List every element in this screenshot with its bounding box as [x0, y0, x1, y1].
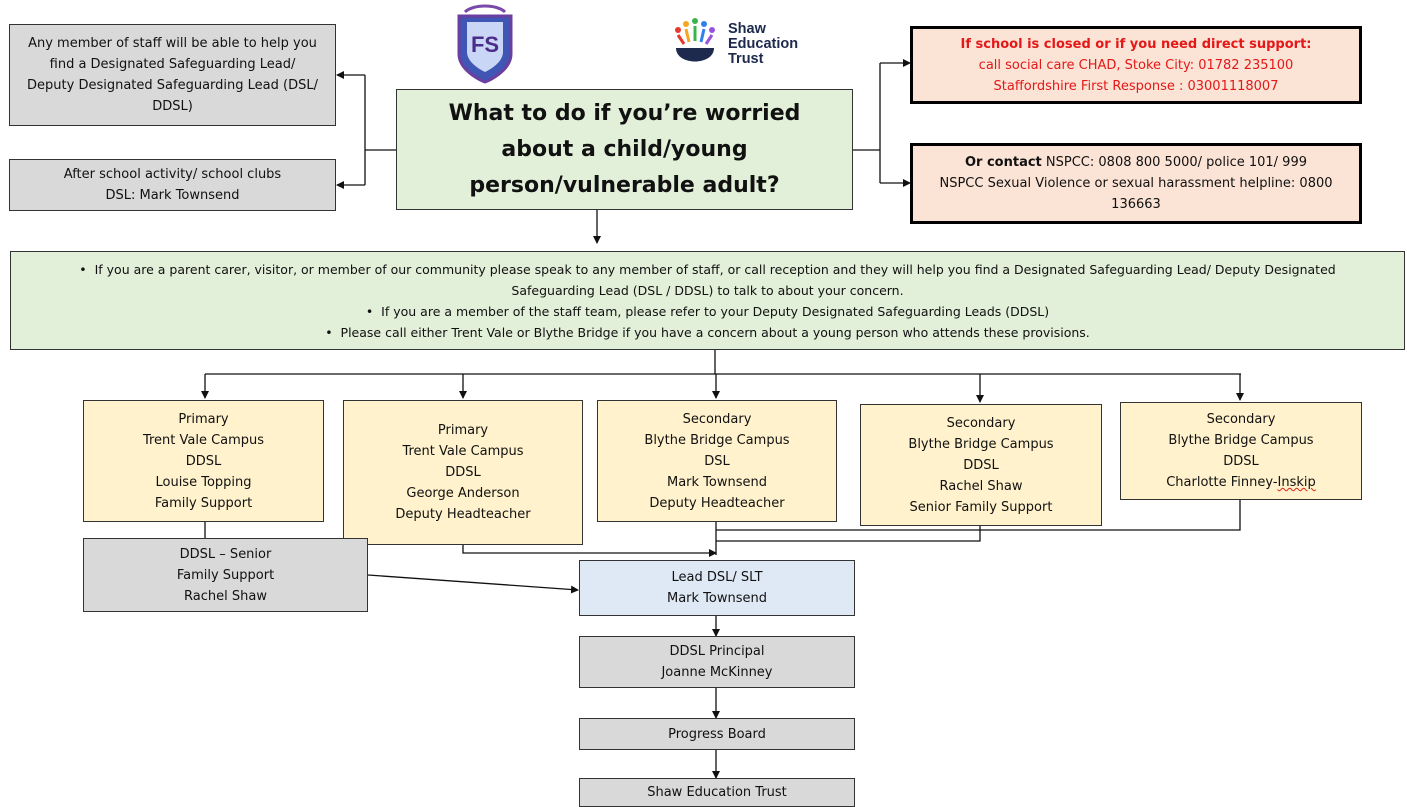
trust-logo: Shaw Education Trust: [668, 18, 828, 74]
campus-phase: Secondary: [946, 415, 1016, 431]
campus-phase: Secondary: [1206, 412, 1276, 427]
shaw-trust-box: Shaw Education Trust: [579, 778, 855, 807]
campus-name: Blythe Bridge Campus: [1168, 433, 1314, 448]
campus-role: DDSL: [185, 453, 222, 469]
campus-phase: Primary: [437, 423, 489, 438]
campus-box-2: Primary Trent Vale Campus DDSL George An…: [343, 400, 583, 545]
campus-phase: Primary: [178, 411, 229, 427]
school-crest-icon: [457, 4, 513, 84]
info-bullet-3: • Please call either Trent Vale or Blyth…: [325, 324, 1090, 340]
info-bullet-2: • If you are a member of the staff team,…: [365, 303, 1050, 319]
campus-role: DDSL: [445, 465, 481, 480]
campus-box-5: Secondary Blythe Bridge Campus DDSL Char…: [1120, 402, 1362, 500]
campus-name: Trent Vale Campus: [402, 444, 524, 459]
contact-box: Or contact NSPCC: 0808 800 5000/ police …: [910, 143, 1362, 224]
helpline-line: NSPCC Sexual Violence or sexual harassme…: [939, 176, 1333, 212]
principal-person: Joanne McKinney: [661, 665, 773, 680]
trust-logo-line3: Trust: [728, 51, 764, 67]
campus-name: Trent Vale Campus: [142, 432, 265, 448]
after-school-dsl: DSL: Mark Townsend: [105, 188, 240, 203]
school-logo-letters: FS: [470, 32, 500, 57]
campus-name: Blythe Bridge Campus: [644, 432, 790, 448]
school-closed-box: If school is closed or if you need direc…: [910, 26, 1362, 104]
campus-box-4: Secondary Blythe Bridge Campus DDSL Rach…: [860, 404, 1102, 526]
first-response-line: Staffordshire First Response : 030011180…: [993, 78, 1279, 94]
nspcc-police-numbers: NSPCC: 0808 800 5000/ police 101/ 999: [1041, 155, 1307, 170]
shaw-trust-label: Shaw Education Trust: [647, 785, 787, 800]
campus-box-1: Primary Trent Vale Campus DDSL Louise To…: [83, 400, 324, 522]
campus-person: Louise Topping: [155, 474, 252, 490]
trust-logo-icon: [675, 18, 715, 62]
campus-name: Blythe Bridge Campus: [908, 436, 1054, 452]
contact-prefix: Or contact: [964, 155, 1042, 170]
campus-position: Senior Family Support: [909, 499, 1053, 515]
senior-person: Rachel Shaw: [184, 588, 267, 604]
trust-logo-line1: Shaw: [728, 21, 766, 37]
senior-family-support-box: DDSL – Senior Family Support Rachel Shaw: [83, 538, 368, 612]
staff-help-text: Any member of staff will be able to help…: [27, 36, 318, 114]
school-closed-heading: If school is closed or if you need direc…: [960, 36, 1312, 52]
campus-role: DSL: [704, 453, 730, 469]
center-title: What to do if you’re worried about a chi…: [448, 100, 801, 198]
campus-phase: Secondary: [682, 411, 752, 427]
campus-person: George Anderson: [406, 486, 520, 501]
progress-board-label: Progress Board: [668, 726, 766, 742]
after-school-box: After school activity/ school clubs DSL:…: [9, 159, 336, 211]
senior-role: DDSL – Senior: [179, 546, 272, 562]
lead-dsl-person: Mark Townsend: [666, 591, 767, 606]
lead-dsl-role: Lead DSL/ SLT: [671, 570, 763, 585]
campus-position: Deputy Headteacher: [395, 507, 531, 522]
campus-box-3: Secondary Blythe Bridge Campus DSL Mark …: [597, 400, 837, 522]
senior-position: Family Support: [176, 567, 275, 583]
staff-help-box: Any member of staff will be able to help…: [9, 24, 336, 126]
campus-role: DDSL: [1223, 454, 1259, 469]
campus-role: DDSL: [963, 457, 999, 473]
principal-role: DDSL Principal: [669, 644, 765, 659]
center-title-box: What to do if you’re worried about a chi…: [396, 89, 853, 210]
progress-board-box: Progress Board: [579, 718, 855, 750]
lead-dsl-box: Lead DSL/ SLT Mark Townsend: [579, 560, 855, 616]
campus-person: Charlotte Finney-Inskip: [1166, 475, 1316, 490]
trust-logo-line2: Education: [728, 36, 799, 52]
school-logo: FS: [453, 4, 517, 84]
info-box: • If you are a parent carer, visitor, or…: [10, 251, 1405, 350]
social-care-line: call social care CHAD, Stoke City: 01782…: [978, 57, 1294, 73]
campus-person: Mark Townsend: [666, 474, 767, 490]
campus-person: Rachel Shaw: [939, 478, 1023, 494]
principal-box: DDSL Principal Joanne McKinney: [579, 636, 855, 688]
info-bullet-1: • If you are a parent carer, visitor, or…: [79, 261, 1336, 298]
campus-position: Deputy Headteacher: [649, 495, 785, 511]
contact-line1: Or contact NSPCC: 0808 800 5000/ police …: [965, 152, 1307, 173]
campus-position: Family Support: [154, 495, 253, 511]
after-school-title: After school activity/ school clubs: [63, 167, 282, 182]
